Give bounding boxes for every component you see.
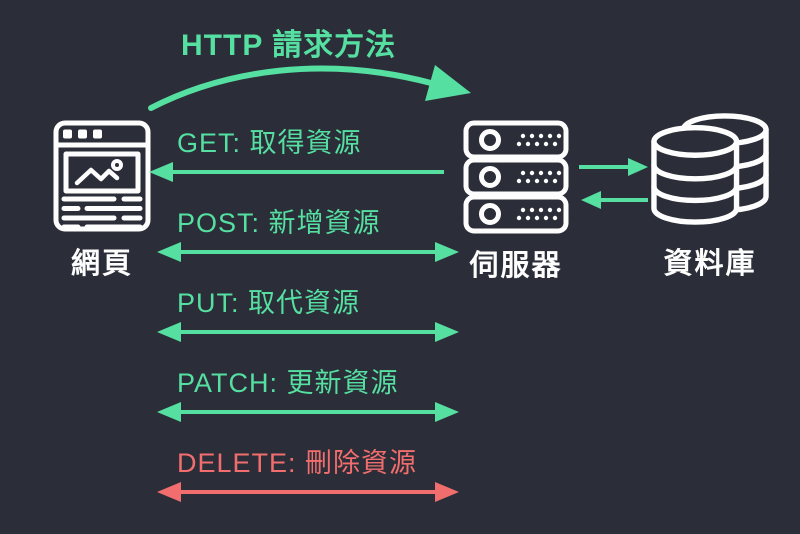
method-arrow-get (149, 162, 444, 182)
method-arrow-post (157, 242, 459, 262)
browser-window-icon (53, 120, 151, 232)
method-arrow-put (157, 322, 459, 342)
page-title: HTTP 請求方法 (181, 29, 397, 62)
browser-label: 網頁 (70, 248, 133, 280)
method-label-get: GET: 取得資源 (177, 128, 362, 158)
server-node: 伺服器 (460, 120, 572, 284)
method-arrow-delete (157, 482, 459, 502)
method-arrow-patch (157, 402, 459, 422)
method-label-post: POST: 新增資源 (177, 208, 381, 238)
database-label: 資料庫 (663, 248, 757, 280)
method-label-delete: DELETE: 刪除資源 (177, 448, 418, 478)
database-to-server-arrow (581, 191, 648, 209)
method-label-put: PUT: 取代資源 (177, 288, 361, 318)
method-label-patch: PATCH: 更新資源 (177, 368, 399, 398)
browser-node: 網頁 (48, 120, 156, 282)
database-cylinder-icon (651, 113, 769, 225)
server-to-database-arrow (579, 158, 648, 176)
server-label: 伺服器 (469, 250, 563, 282)
server-rack-icon (463, 120, 569, 234)
database-node: 資料庫 (646, 112, 774, 282)
